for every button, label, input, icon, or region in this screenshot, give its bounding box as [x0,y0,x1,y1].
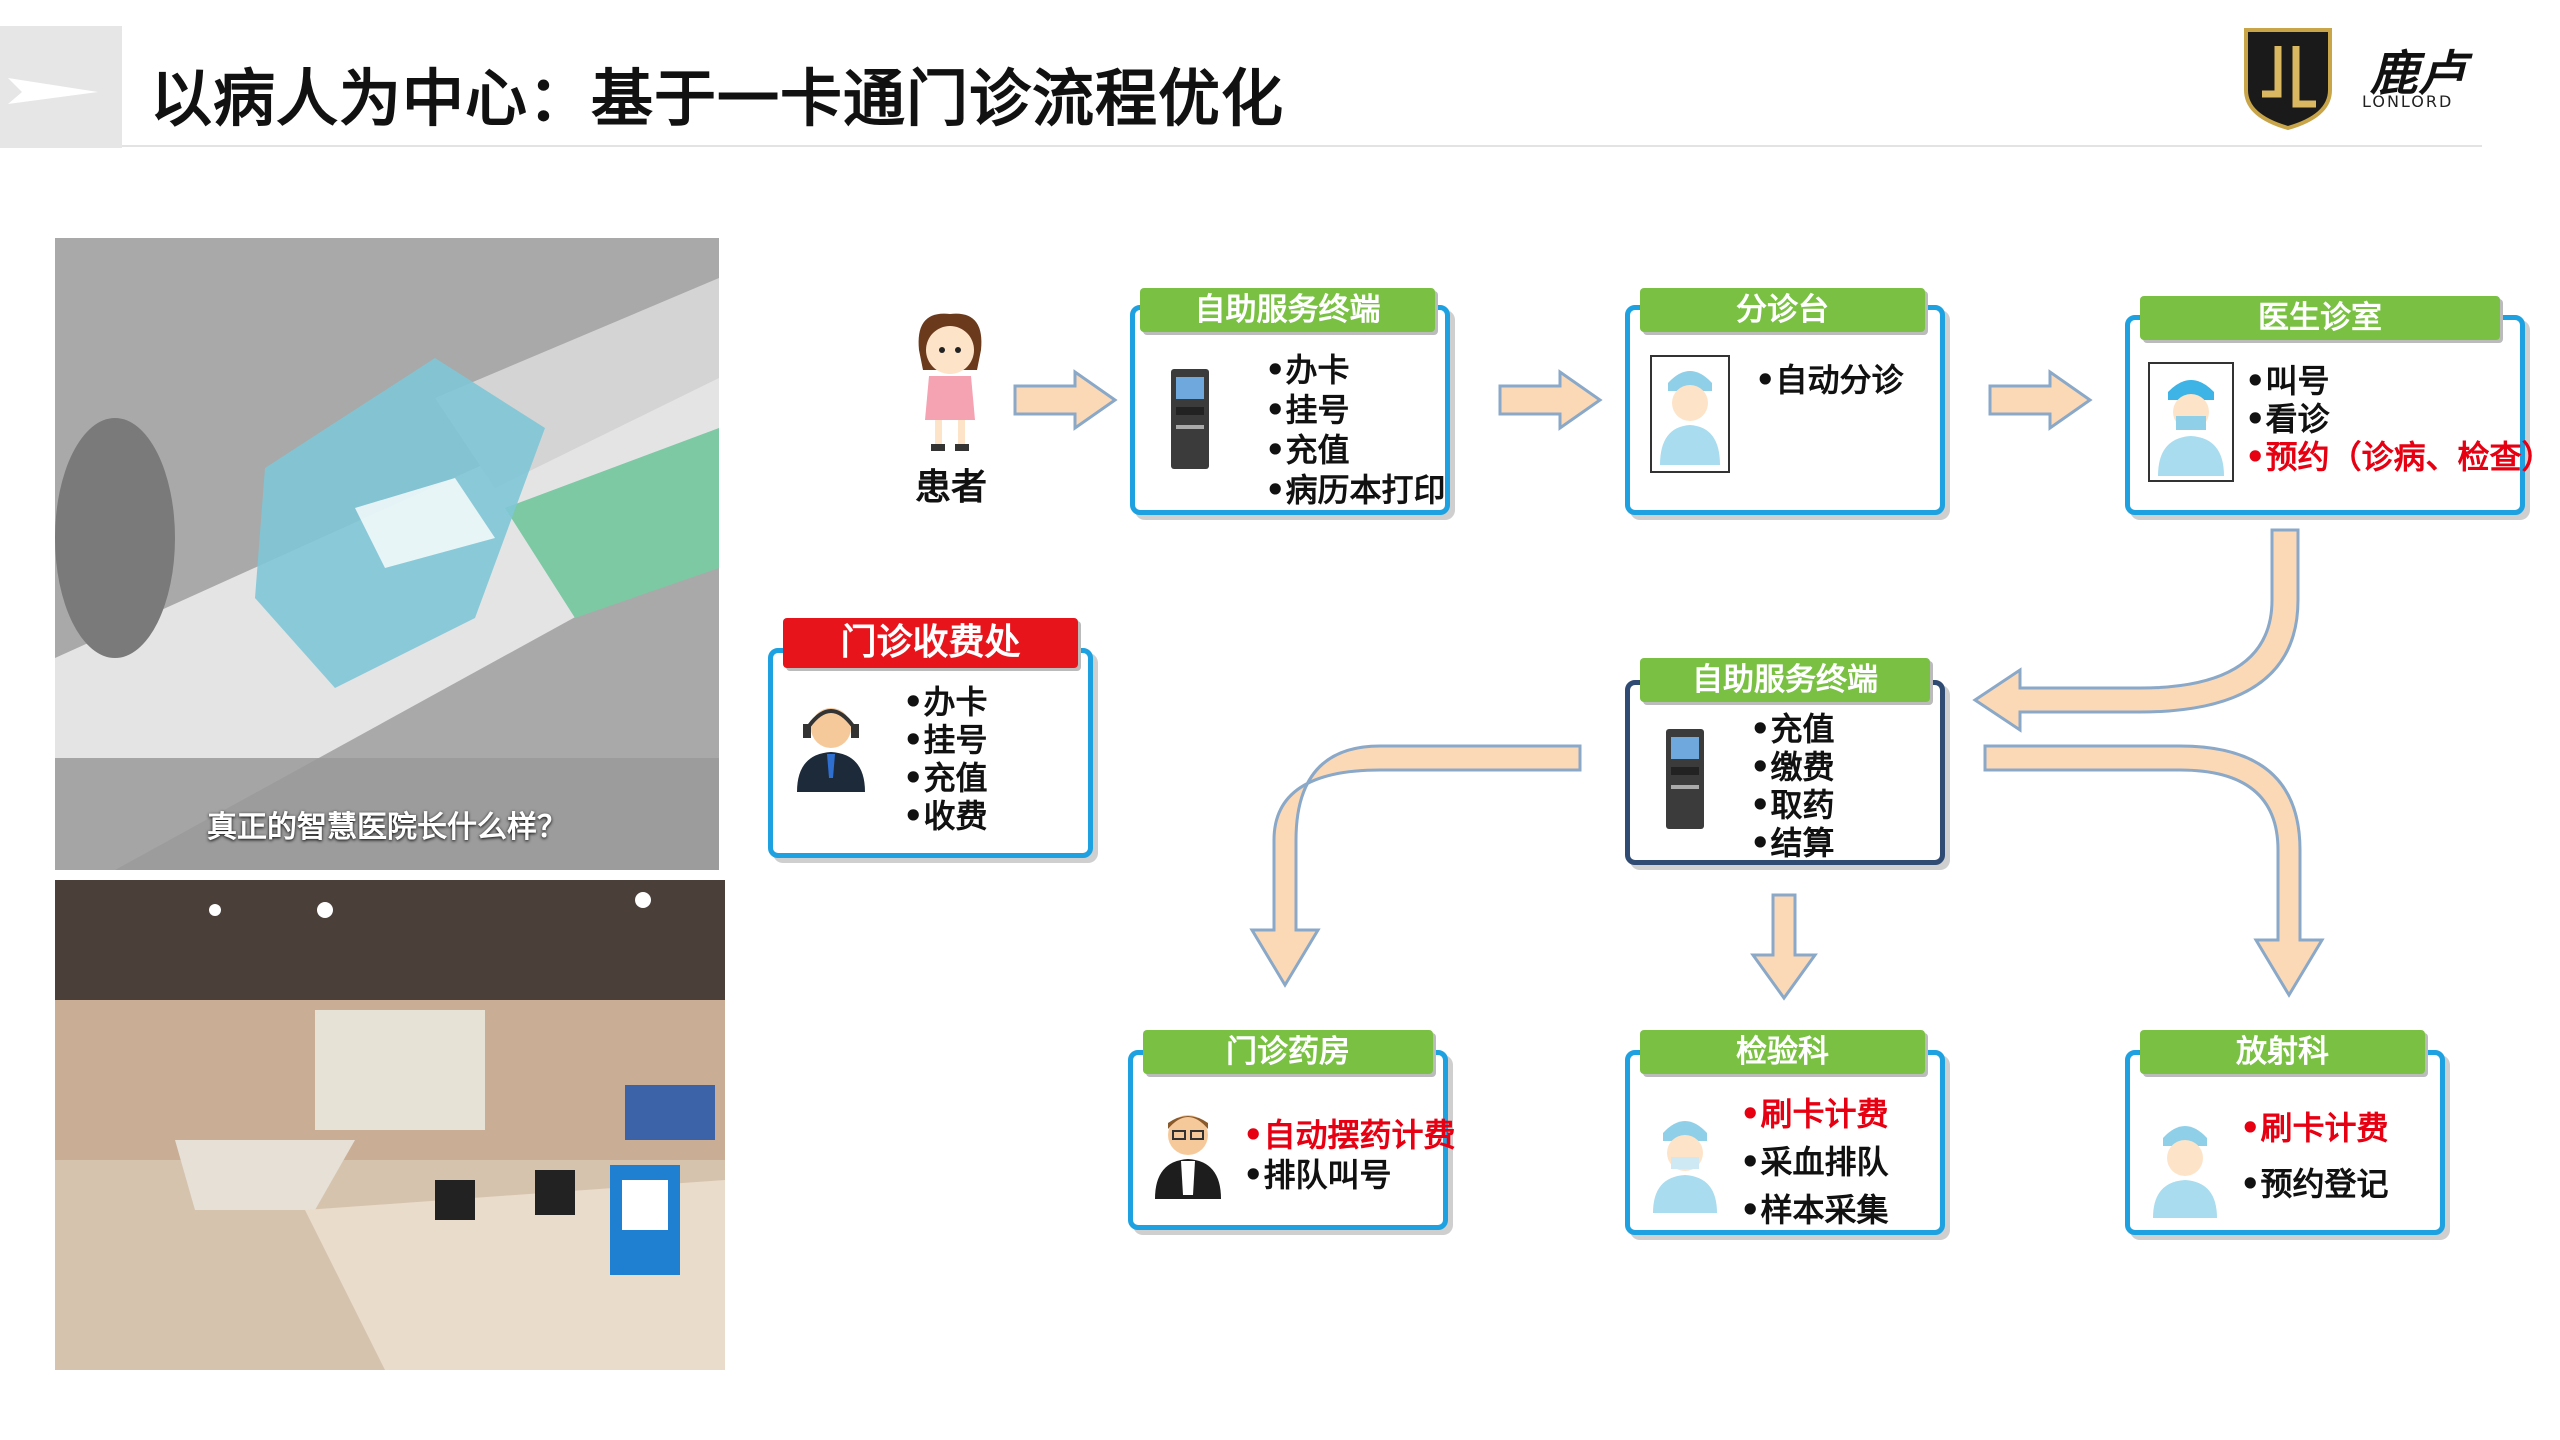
node-title: 门诊药房 [1143,1030,1433,1074]
nurse-icon [2153,1126,2217,1218]
arrow-triage-to-doctor [1988,369,2093,431]
pharmacist-icon [1155,1115,1221,1199]
item: •病历本打印 [1265,471,1446,509]
item: •收费 [903,797,988,835]
page-title: 以病人为中心：基于一卡通门诊流程优化 [150,62,1285,135]
node-lab: •刷卡计费 •采血排队 •样本采集 [1625,1050,1945,1235]
node-pharmacy: •自动摆药计费 •排队叫号 [1128,1050,1455,1230]
item: •挂号 [903,721,988,759]
arrow-patient-to-kiosk [1013,369,1118,431]
item: •结算 [1750,824,1835,862]
arrow-kiosk2-to-lab [1750,893,1818,1001]
item: •充值 [1265,431,1350,469]
node-title: 放射科 [2140,1030,2425,1074]
logo-icon [2244,28,2332,131]
item: •取药 [1750,786,1835,824]
item: •预约登记 [2240,1165,2389,1203]
node-items: •自动分诊 [1755,360,1903,400]
slide-arrow-icon [8,78,98,104]
node-title: 分诊台 [1640,288,1925,332]
node-title: 检验科 [1640,1030,1925,1074]
nurse-icon [1650,355,1730,473]
kiosk-icon [1171,369,1209,469]
item: •采血排队 [1740,1143,1889,1181]
node-items: •刷卡计费 •预约登记 [2240,1100,2388,1212]
nurse-icon [1653,1121,1717,1213]
node-cashier: •办卡 •挂号 •充值 •收费 [768,648,1093,858]
item: •充值 [1750,710,1835,748]
node-items: •叫号 •看诊 •预约（诊病、检查） [2245,362,2553,476]
node-title: 自助服务终端 [1640,658,1930,702]
brand-name-cn: 鹿卢 [2370,46,2467,102]
photo-caption: 真正的智慧医院长什么样？ [207,810,567,845]
patient-label: 患者 [915,467,988,508]
item: •样本采集 [1740,1191,1889,1229]
hall-illustration [55,880,725,1370]
node-self-service-2: •充值 •缴费 •取药 •结算 [1625,680,1945,865]
item: •充值 [903,759,988,797]
node-items: •充值 •缴费 •取药 •结算 [1750,710,1834,862]
node-self-service-1: •办卡 •挂号 •充值 •病历本打印 [1130,305,1450,515]
item: •缴费 [1750,748,1835,786]
arrow-kiosk-to-triage [1498,369,1603,431]
item: •看诊 [2245,400,2330,438]
doctor-icon [2148,362,2234,482]
item-highlight: •刷卡计费 [2240,1109,2389,1147]
item: •挂号 [1265,391,1350,429]
node-radiology: •刷卡计费 •预约登记 [2125,1050,2445,1235]
patient-girl-icon [918,313,982,451]
item-highlight: •刷卡计费 [1740,1095,1889,1133]
arrow-kiosk2-to-radiology [1983,744,2325,998]
node-title: 门诊收费处 [783,618,1078,668]
item: •叫号 [2245,362,2330,400]
node-items: •办卡 •挂号 •充值 •收费 [903,683,987,835]
item: •自动分诊 [1755,361,1904,399]
basket-illustration [55,238,719,870]
item-highlight: •自动摆药计费 [1243,1116,1456,1154]
node-items: •自动摆药计费 •排队叫号 [1243,1115,1455,1195]
item: •办卡 [1265,351,1350,389]
arrow-doctor-to-kiosk2 [1972,528,2300,733]
node-title: 医生诊室 [2140,296,2500,340]
item-highlight: •预约（诊病、检查） [2245,438,2554,476]
operator-icon [797,708,865,792]
hospital-photo-basket: 真正的智慧医院长什么样？ [55,238,719,870]
kiosk-icon [1666,729,1704,829]
node-title: 自助服务终端 [1140,288,1435,332]
hospital-photo-hall [55,880,725,1370]
arrow-kiosk2-to-pharmacy [1249,744,1582,988]
header-tab [0,26,122,148]
item: •排队叫号 [1243,1156,1392,1194]
node-items: •办卡 •挂号 •充值 •病历本打印 [1265,350,1445,510]
header-divider [122,145,2482,147]
brand-name-en: LONLORD [2362,92,2454,111]
node-items: •刷卡计费 •采血排队 •样本采集 [1740,1090,1888,1234]
node-doctor: •叫号 •看诊 •预约（诊病、检查） [2125,315,2553,515]
item: •办卡 [903,683,988,721]
node-triage: •自动分诊 [1625,305,1945,515]
